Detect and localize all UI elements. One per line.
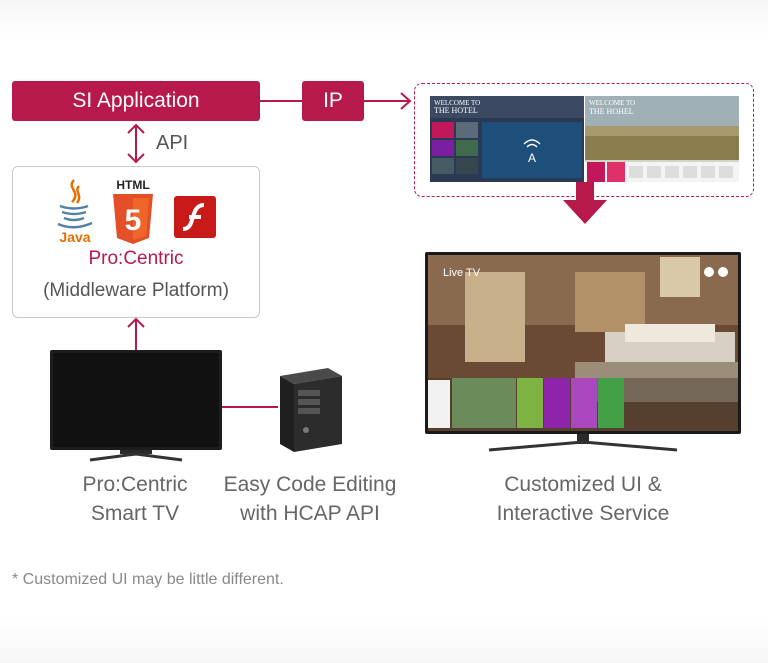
si-application-box: SI Application	[12, 81, 260, 121]
connector-si-ip	[260, 100, 302, 102]
customized-ui-caption: Customized UI & Interactive Service	[468, 470, 698, 528]
smart-tv-caption: Pro:Centric Smart TV	[40, 470, 230, 528]
code-editing-caption-line2: with HCAP API	[240, 502, 380, 525]
ip-to-screens-arrow	[364, 92, 412, 110]
svg-text:A: A	[528, 151, 536, 165]
html5-shield-icon: 5	[113, 194, 153, 244]
left-screen-title: THE HOTEL	[434, 106, 478, 115]
server-tower-icon	[280, 368, 342, 452]
si-application-label: SI Application	[72, 89, 200, 112]
right-screen-welcome: WELCOME TO	[589, 99, 635, 107]
hotel-ui-screen-right: WELCOME TO THE HOHEL	[585, 96, 739, 182]
hotel-tv-icon: Live TV	[425, 252, 741, 452]
smart-tv-caption-line1: Pro:Centric	[82, 473, 188, 496]
html-logo-label: HTML	[116, 178, 150, 192]
customized-ui-caption-line2: Interactive Service	[496, 502, 670, 525]
customized-ui-caption-line1: Customized UI &	[504, 473, 662, 496]
tv-to-middleware-arrow	[127, 317, 145, 354]
ip-box: IP	[302, 81, 364, 121]
smart-tv-caption-line2: Smart TV	[90, 502, 180, 525]
right-screen-title: THE HOHEL	[589, 107, 634, 116]
api-label: API	[156, 132, 189, 154]
live-tv-label: Live TV	[443, 267, 481, 279]
smart-tv-icon	[50, 350, 222, 462]
connector-tv-server	[222, 406, 278, 408]
svg-text:5: 5	[125, 204, 142, 237]
down-arrow-icon	[563, 182, 607, 224]
flash-player-icon	[174, 196, 216, 238]
middleware-title: Pro:Centric	[88, 248, 184, 269]
left-screen-welcome: WELCOME TO	[434, 99, 480, 107]
hotel-ui-screen-left: WELCOME TO THE HOTEL A	[430, 96, 584, 182]
footnote: * Customized UI may be little different.	[12, 571, 284, 588]
api-double-arrow	[127, 123, 145, 164]
ip-label: IP	[323, 89, 343, 112]
java-logo-text: Java	[59, 229, 90, 245]
code-editing-caption-line1: Easy Code Editing	[223, 473, 397, 496]
java-logo-icon: Java	[57, 179, 93, 245]
code-editing-caption: Easy Code Editing with HCAP API	[212, 470, 408, 528]
middleware-subtitle: (Middleware Platform)	[43, 280, 229, 301]
